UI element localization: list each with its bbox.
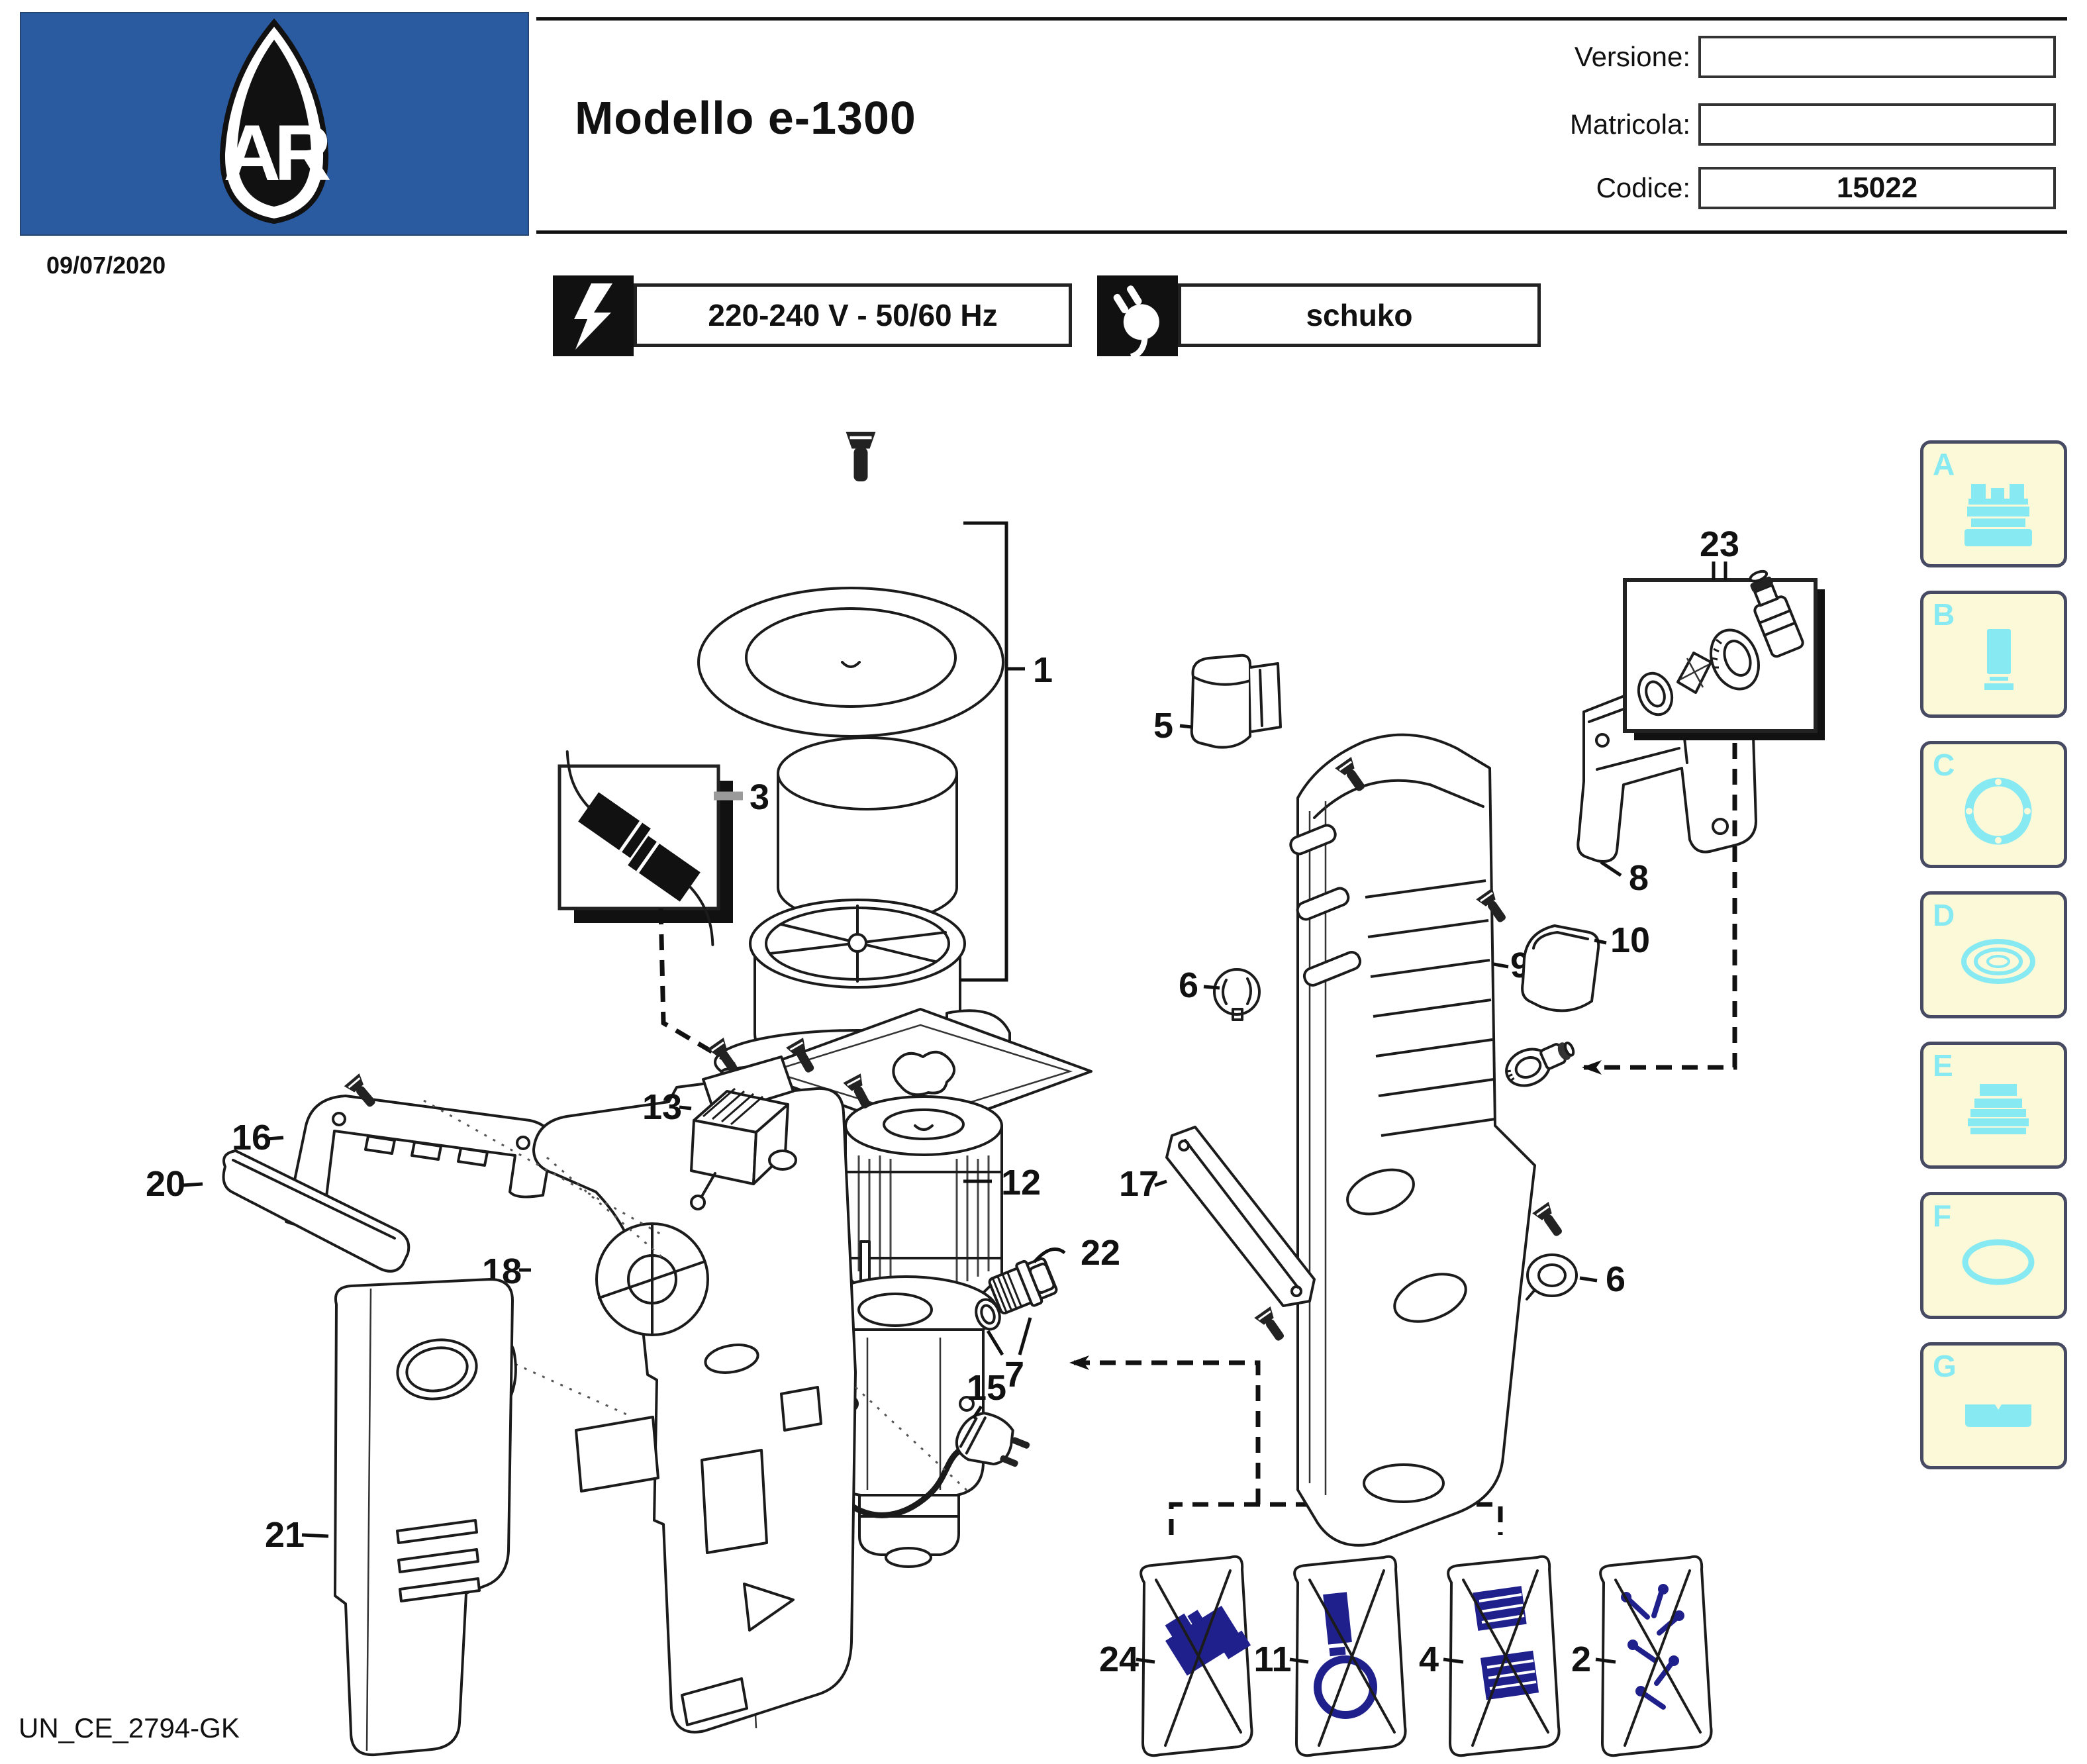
kit-bag-4: [1443, 1555, 1561, 1757]
part-21-front-cover: [301, 1278, 514, 1757]
header-top-rule: [536, 17, 2067, 21]
callout-22: 22: [1081, 1233, 1120, 1273]
part-3-brush-kit-box: [558, 750, 828, 1122]
ar-logo-text: AR: [223, 109, 330, 197]
legend-letter: F: [1933, 1199, 1952, 1233]
legend-card-e: E: [1920, 1042, 2067, 1169]
legend-card-g: G: [1920, 1342, 2067, 1469]
part-13-switch: [679, 1036, 797, 1210]
document-code: UN_CE_2794-GK: [19, 1712, 240, 1743]
matricola-field[interactable]: [1698, 103, 2056, 146]
part-7-o-ring: [975, 1298, 1032, 1356]
versione-row: Versione:: [1443, 36, 2056, 78]
clip-icon: [1965, 1404, 2031, 1427]
callout-12: 12: [1001, 1163, 1041, 1202]
inlet-fitting: [1505, 743, 1737, 1087]
callout-10: 10: [1610, 920, 1650, 960]
page-title: Modello e-1300: [575, 92, 916, 144]
part-6-cap: [1526, 1253, 1598, 1300]
legend-card-c: C: [1920, 741, 2067, 868]
callout-2: 2: [1571, 1640, 1591, 1679]
legend-letter: D: [1933, 898, 1955, 932]
part-15-power-cable: [795, 1403, 1030, 1518]
projection-line: [546, 1156, 665, 1261]
kit-bag-11: [1289, 1555, 1407, 1757]
o-ring-icon: [1962, 1239, 2035, 1285]
callout-21: 21: [265, 1515, 305, 1555]
part-20-trim-strip: [182, 1150, 411, 1273]
legend-card-f: F: [1920, 1192, 2067, 1319]
part-17-plate: [1154, 1126, 1316, 1346]
codice-field[interactable]: 15022: [1698, 167, 2056, 209]
callout-15: 15: [967, 1368, 1006, 1408]
legend-card-b: B: [1920, 591, 2067, 718]
kit-bag-24: [1136, 1555, 1253, 1757]
part-1-motor-cover-assembly: [697, 432, 1025, 1096]
callout-6a: 6: [1179, 965, 1198, 1005]
callout-3: 3: [750, 777, 769, 817]
seal-ring-icon: [1961, 939, 2035, 984]
piston-icon: [1984, 629, 2014, 690]
pump-head-icon: [1965, 484, 2032, 546]
part-18-front-body: [519, 1036, 877, 1734]
projection-line: [423, 1099, 664, 1237]
legend-letter: B: [1933, 597, 1955, 632]
callout-8: 8: [1629, 858, 1649, 898]
part-10-bracket: [1521, 924, 1607, 1012]
part-23-connector-box: [1623, 562, 1825, 740]
lightning-icon: [553, 275, 634, 356]
legend-letter: E: [1933, 1048, 1953, 1083]
callout-1: 1: [1033, 650, 1053, 690]
callout-17: 17: [1119, 1164, 1159, 1204]
legend-card-d: D: [1920, 891, 2067, 1018]
part-12-motor: [844, 1095, 1003, 1300]
legend-letter: A: [1933, 447, 1955, 481]
matricola-label: Matricola:: [1569, 109, 1690, 140]
screw: [1531, 1200, 1569, 1242]
legend-letter: G: [1933, 1349, 1957, 1383]
plug-type-badge: schuko: [1178, 283, 1541, 347]
plug-icon: [1097, 275, 1178, 360]
threaded-adapter-icon: [1968, 1084, 2029, 1134]
header-bottom-rule: [536, 230, 2067, 234]
versione-label: Versione:: [1574, 41, 1690, 72]
callout-23: 23: [1700, 524, 1739, 564]
ar-logo-icon: AR: [219, 18, 337, 224]
part-5-holder: [1179, 654, 1282, 749]
kit-bag-2: [1595, 1555, 1713, 1757]
matricola-row: Matricola:: [1443, 103, 2056, 146]
projection-line: [514, 1363, 633, 1418]
codice-label: Codice:: [1596, 172, 1690, 203]
projection-line: [854, 1386, 971, 1494]
part-22-outlet-fitting: [988, 1247, 1066, 1315]
callout-4: 4: [1419, 1640, 1439, 1679]
brand-logo-box: AR: [20, 12, 529, 236]
callout-6b: 6: [1606, 1259, 1626, 1299]
callout-5: 5: [1153, 706, 1173, 746]
callout-13: 13: [642, 1087, 682, 1127]
legend-letter: C: [1933, 748, 1955, 782]
part-9-rear-body: [1289, 733, 1536, 1547]
callout-7: 7: [1004, 1355, 1024, 1395]
part-6-clip: [1203, 968, 1261, 1021]
callout-11: 11: [1253, 1640, 1291, 1679]
callout-20: 20: [146, 1164, 185, 1204]
codice-row: Codice: 15022: [1443, 167, 2056, 209]
revision-date: 09/07/2020: [46, 252, 166, 279]
callout-24: 24: [1099, 1640, 1139, 1679]
voltage-badge: 220-240 V - 50/60 Hz: [634, 283, 1072, 347]
legend-card-a: A: [1920, 440, 2067, 567]
versione-field[interactable]: [1698, 36, 2056, 78]
flange-ring-icon: [1965, 777, 2032, 845]
